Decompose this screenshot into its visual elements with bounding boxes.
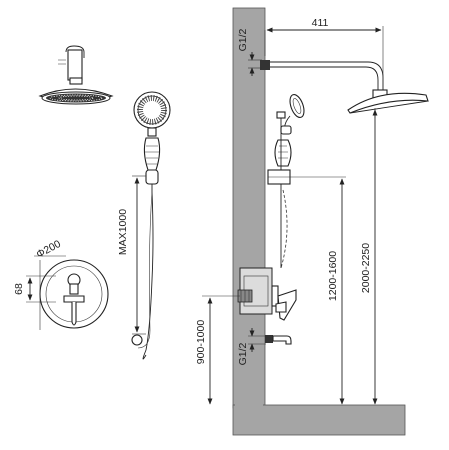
shower-head-side bbox=[347, 89, 429, 114]
wall bbox=[232, 7, 266, 409]
slide-height-dimension: 1200-1600 bbox=[290, 176, 346, 405]
plate-offset-label: 68 bbox=[13, 283, 25, 295]
hose-front bbox=[131, 184, 154, 360]
shower-head-front bbox=[38, 45, 114, 105]
plate-diameter-label: Φ200 bbox=[34, 238, 63, 261]
hand-shower-holder bbox=[145, 169, 159, 185]
hose-dimension: MAX1000 bbox=[117, 175, 146, 335]
wall-section bbox=[232, 7, 406, 436]
shower-arm bbox=[260, 60, 384, 92]
arm-wall-flange bbox=[260, 60, 270, 70]
arm-length-dimension: 411 bbox=[264, 17, 384, 88]
slide-rail bbox=[267, 111, 291, 268]
thread-top-label: G1/2 bbox=[237, 28, 249, 51]
hand-shower-side bbox=[274, 93, 305, 167]
valve-height-label: 900-1000 bbox=[195, 320, 207, 365]
thread-bottom-label: G1/2 bbox=[237, 342, 249, 365]
slide-height-label: 1200-1600 bbox=[327, 251, 339, 301]
thread-bottom-dimension: G1/2 bbox=[237, 328, 266, 365]
cover-plate-lever bbox=[71, 302, 77, 326]
hose-length-label: MAX1000 bbox=[117, 209, 129, 255]
hose-side bbox=[280, 189, 288, 269]
plate-offset-dimension: 68 bbox=[13, 275, 56, 303]
arm-length-label: 411 bbox=[312, 17, 329, 29]
hand-shower-front bbox=[133, 91, 171, 185]
cover-plate-front bbox=[39, 259, 109, 329]
floor bbox=[232, 404, 406, 436]
head-height-label: 2000-2250 bbox=[360, 243, 372, 293]
mixer-valve-side bbox=[237, 267, 297, 321]
thread-top-dimension: G1/2 bbox=[237, 28, 262, 76]
spout-side bbox=[265, 335, 292, 345]
valve-height-dimension: 900-1000 bbox=[195, 295, 240, 405]
wall-floor-joint bbox=[235, 403, 263, 409]
head-height-dimension: 2000-2250 bbox=[360, 108, 378, 405]
